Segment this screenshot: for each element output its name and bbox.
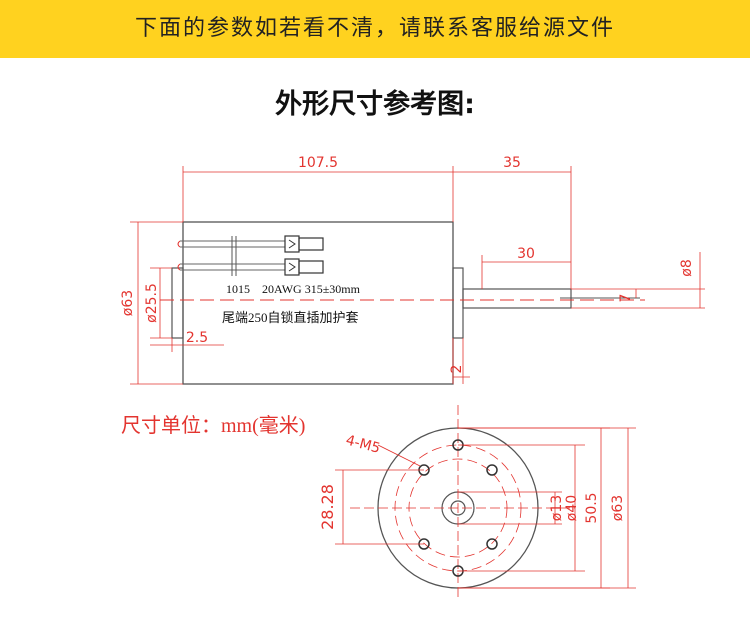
dim-shaft-diameter-label: ø8 [679, 259, 695, 276]
side-view: 107.5 35 30 ø8 7 ø63 [120, 155, 705, 385]
dim-hole-circle-1-label: ø40 [564, 495, 580, 521]
dim-shaft-diameter [571, 252, 705, 309]
dim-holes-label: 4-M5 [344, 432, 382, 457]
dim-shaft-length-2-label: 30 [517, 246, 535, 262]
holes-leader [377, 444, 421, 467]
dim-boss-depth [150, 338, 224, 352]
dim-flange [452, 338, 470, 384]
dim-boss-diameter [150, 267, 172, 339]
connector-note: 尾端250自锁直插加护套 [222, 310, 359, 325]
dim-body-length-label: 107.5 [298, 155, 338, 171]
dim-hole-spacing-label: 28.28 [318, 484, 337, 530]
dim-boss-depth-label: 2.5 [186, 330, 208, 346]
dim-hole-spacing [335, 469, 424, 545]
dim-outer-diameter-label: ø63 [610, 495, 626, 521]
mount-hole [486, 538, 498, 550]
dim-shaft-length [453, 166, 572, 289]
dim-flange-label: 2 [449, 365, 465, 374]
banner-text: 下面的参数如若看不清，请联系客服给源文件 [134, 16, 615, 41]
dim-shaft-length-label: 35 [503, 155, 521, 171]
dim-right-lines [458, 427, 636, 589]
front-boss [452, 267, 464, 339]
dim-body-length [182, 166, 454, 222]
wire-spec: 1015 20AWG 315±30mm [226, 282, 361, 296]
lead-wires [177, 235, 324, 276]
dim-boss-diameter-label: ø25.5 [144, 283, 160, 323]
rear-boss [171, 267, 184, 339]
page-title: 外形尺寸参考图: [275, 89, 475, 120]
unit-label: 尺寸单位：mm(毫米) [121, 414, 305, 437]
mount-hole [486, 464, 498, 476]
motor-body [182, 221, 454, 385]
header-banner [0, 0, 750, 58]
dim-shaft-length-2 [481, 255, 571, 289]
dim-hole-circle-2-label: 50.5 [584, 492, 600, 523]
dim-body-diameter-label: ø63 [120, 290, 136, 316]
shaft [462, 288, 572, 309]
dim-bearing-diameter-label: ø13 [549, 495, 565, 521]
front-view: 4-M5 28.28 ø13 ø40 50.5 ø63 [318, 405, 636, 600]
dim-body-diameter [130, 221, 183, 385]
dim-flat-label: 7 [618, 294, 634, 303]
